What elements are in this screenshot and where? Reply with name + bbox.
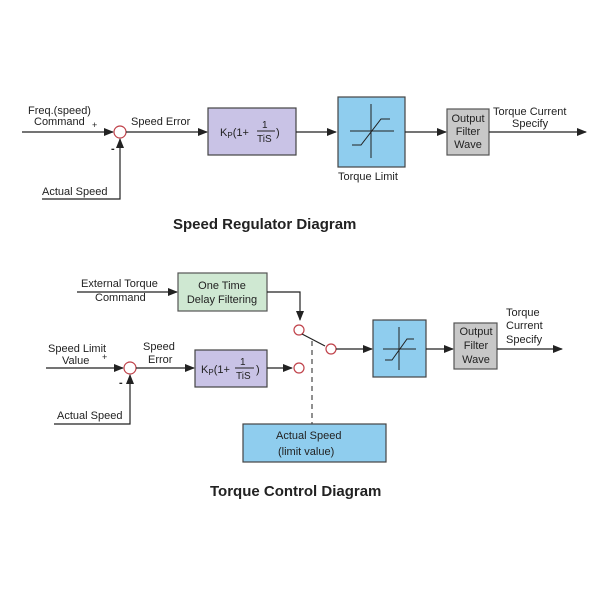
- pi-controller-block: [207, 107, 297, 156]
- actual-speed-limit-block: [242, 423, 387, 463]
- feedback-line: [42, 138, 124, 200]
- actual-speed-block-line-2: (limit value): [278, 446, 334, 458]
- switch-arm: [301, 333, 326, 347]
- filter-line-1: Output: [451, 113, 484, 125]
- speed-regulator-diagram: Freq.(speed) Command + - Actual Speed Sp…: [22, 96, 587, 233]
- kp-text: KP(1+: [201, 364, 230, 377]
- actual-speed-label: Actual Speed: [42, 186, 107, 198]
- speed-error-label: Speed Error: [131, 116, 191, 128]
- close-paren: ): [256, 364, 260, 376]
- output-filter-block: [453, 322, 498, 370]
- switch-contact-speed[interactable]: [293, 362, 305, 374]
- torque-control-diagram: External Torque Command One Time Delay F…: [46, 272, 563, 500]
- external-torque-label-2: Command: [95, 292, 146, 304]
- plus-sign: +: [102, 352, 107, 362]
- filter-line-3: Wave: [462, 354, 490, 366]
- limiter-icon: [350, 104, 394, 158]
- output-label-2: Current: [506, 320, 543, 332]
- minus-sign: -: [119, 377, 123, 389]
- torque-limit-label: Torque Limit: [338, 171, 398, 183]
- pi-controller-block: [194, 349, 268, 388]
- speed-error-label-2: Error: [148, 354, 173, 366]
- feedback-line: [54, 374, 134, 425]
- freq-command-label-1: Freq.(speed): [28, 105, 91, 117]
- minus-sign: -: [111, 143, 115, 155]
- limiter-icon: [383, 327, 416, 370]
- torque-current-label-2: Specify: [512, 118, 549, 130]
- fraction-denominator: TiS: [257, 134, 272, 145]
- external-torque-label-1: External Torque: [81, 278, 158, 290]
- close-paren: ): [276, 127, 280, 139]
- torque-control-title: Torque Control Diagram: [210, 483, 381, 500]
- fraction-numerator: 1: [262, 120, 268, 131]
- plus-sign: +: [92, 120, 97, 130]
- speed-error-label-1: Speed: [143, 341, 175, 353]
- switch-contact-torque[interactable]: [293, 324, 305, 336]
- filter-line-3: Wave: [454, 139, 482, 151]
- filter-line-1: Output: [459, 326, 492, 338]
- delay-line-1: One Time: [198, 280, 246, 292]
- summing-junction: [123, 361, 137, 375]
- speed-limit-label-2: Value: [62, 355, 89, 367]
- actual-speed-block-line-1: Actual Speed: [276, 430, 341, 442]
- delay-to-switch-line: [267, 291, 304, 321]
- speed-regulator-title: Speed Regulator Diagram: [173, 216, 356, 233]
- torque-current-label-1: Torque Current: [493, 106, 566, 118]
- freq-command-label-2: Command: [34, 116, 85, 128]
- filter-line-2: Filter: [464, 340, 489, 352]
- actual-speed-label: Actual Speed: [57, 410, 122, 422]
- switch-common: [325, 343, 337, 355]
- output-label-3: Specify: [506, 334, 543, 346]
- delay-line-2: Delay Filtering: [187, 294, 257, 306]
- filter-line-2: Filter: [456, 126, 481, 138]
- fraction-denominator: TiS: [236, 371, 251, 382]
- pi-formula: KP(1+ 1 TiS ): [201, 357, 260, 382]
- speed-limit-label-1: Speed Limit: [48, 343, 106, 355]
- summing-junction: [113, 125, 127, 139]
- pi-formula: KP(1+ 1 TiS ): [220, 120, 280, 145]
- kp-text: KP(1+: [220, 127, 249, 140]
- output-label-1: Torque: [506, 307, 540, 319]
- fraction-numerator: 1: [240, 357, 246, 368]
